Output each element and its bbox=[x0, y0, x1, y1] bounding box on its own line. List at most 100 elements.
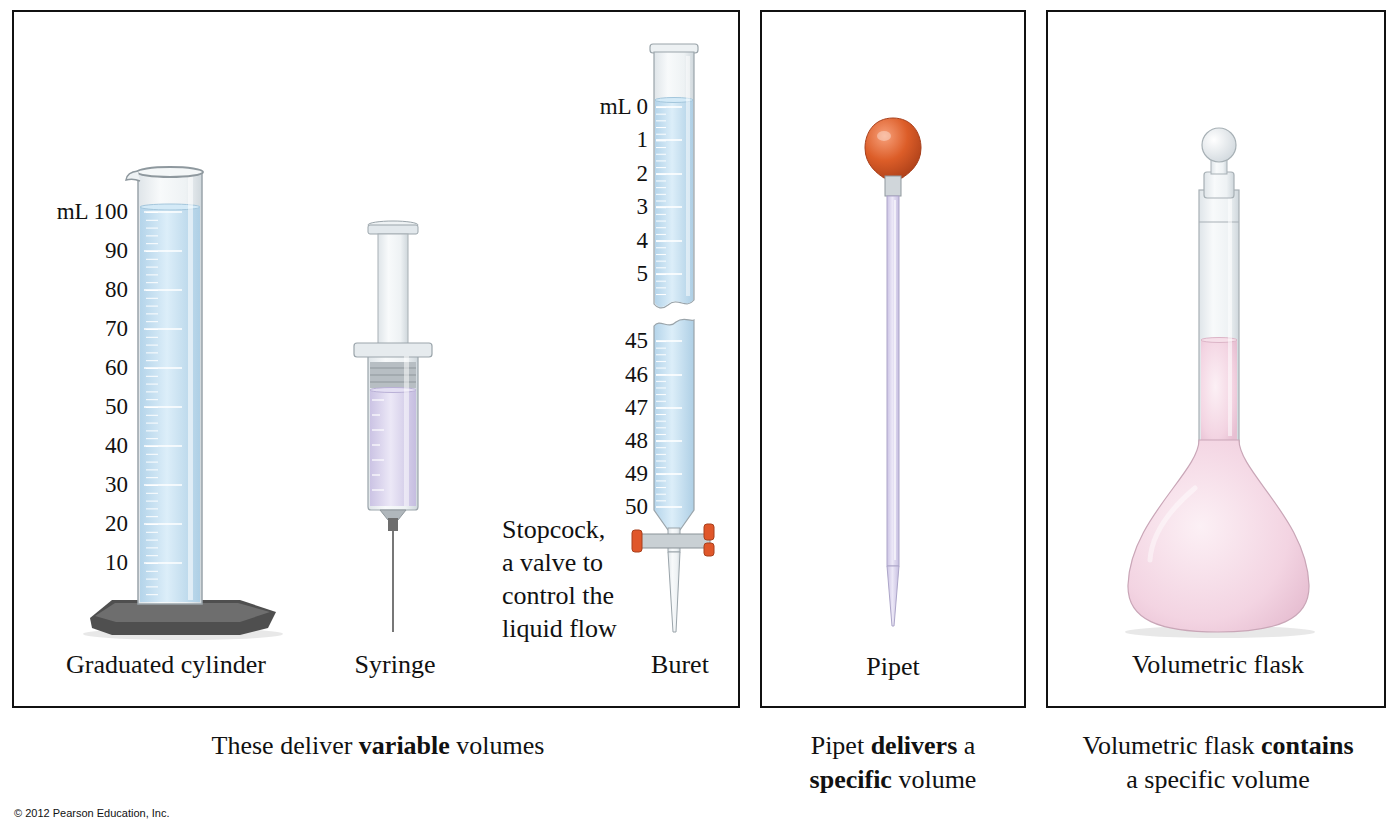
scale-number: 45 bbox=[625, 328, 648, 354]
scale-number: 40 bbox=[105, 433, 128, 459]
graduated-cylinder-drawing bbox=[83, 167, 283, 640]
text-run: Volumetric bbox=[1132, 650, 1254, 679]
text-holder: 50 bbox=[625, 494, 648, 520]
text-holder: 40 bbox=[105, 433, 128, 459]
text-run: Buret bbox=[651, 650, 709, 679]
text-line: Pipet delivers a bbox=[810, 729, 977, 763]
text-holder: 45 bbox=[625, 328, 648, 354]
text-run: 5 bbox=[637, 261, 649, 286]
text-holder: mL 0 bbox=[600, 94, 648, 120]
text-holder: 60 bbox=[105, 355, 128, 381]
text-run: 2012 bbox=[25, 807, 53, 819]
text-run: 40 bbox=[105, 433, 128, 458]
text-line: Buret bbox=[651, 649, 709, 680]
text-run: volumes bbox=[456, 731, 544, 760]
text-line: 50 bbox=[105, 394, 128, 420]
text-line: Stopcock, bbox=[502, 513, 617, 546]
text-holder: 90 bbox=[105, 238, 128, 264]
text-holder: mL 100 bbox=[57, 199, 128, 225]
text-holder: 3 bbox=[637, 194, 649, 220]
text-line: 50 bbox=[625, 494, 648, 520]
text-run: Syringe bbox=[355, 650, 436, 679]
volumetric-flask-drawing bbox=[1125, 128, 1315, 638]
text-line: liquid flow bbox=[502, 612, 617, 645]
text-line: Graduated cylinder bbox=[66, 649, 266, 680]
text-holder: 1 bbox=[637, 127, 649, 153]
text-run: 10 bbox=[105, 550, 128, 575]
scale-number: 50 bbox=[105, 394, 128, 420]
text-line: Pipet bbox=[866, 651, 919, 682]
text-run: 20 bbox=[105, 511, 128, 536]
text-run: Graduated bbox=[66, 650, 181, 679]
text-line: control the bbox=[502, 579, 617, 612]
text-line: 80 bbox=[105, 277, 128, 303]
text-line: 45 bbox=[625, 328, 648, 354]
text-run: 80 bbox=[105, 277, 128, 302]
text-run: deliver bbox=[280, 731, 359, 760]
text-line: specific volume bbox=[810, 763, 977, 797]
syringe-drawing bbox=[354, 221, 432, 632]
instrument-name: Volumetric flask bbox=[1132, 649, 1304, 680]
scale-number: 60 bbox=[105, 355, 128, 381]
scale-number: mL 0 bbox=[600, 94, 648, 120]
scale-number: 90 bbox=[105, 238, 128, 264]
text-run: specific bbox=[1144, 765, 1231, 794]
instrument-panel: PipetPipet delivers a specific volume bbox=[760, 10, 1026, 708]
text-line: mL 0 bbox=[600, 94, 648, 120]
scale-number: 80 bbox=[105, 277, 128, 303]
text-holder: 5 bbox=[637, 261, 649, 287]
text-run: Pearson bbox=[53, 807, 97, 819]
text-run: 1 bbox=[637, 127, 649, 152]
scale-number: 47 bbox=[625, 395, 648, 421]
scale-number: 2 bbox=[637, 161, 649, 187]
panel-caption: These deliver variable volumes bbox=[212, 730, 545, 761]
text-line: 49 bbox=[625, 461, 648, 487]
text-holder: Volumetric flask contains a specific vol… bbox=[1082, 729, 1353, 797]
text-holder: 20 bbox=[105, 511, 128, 537]
text-run: flask bbox=[1254, 650, 1305, 679]
text-line: 90 bbox=[105, 238, 128, 264]
scale-number: 3 bbox=[637, 194, 649, 220]
text-holder: Volumetric flask bbox=[1132, 649, 1304, 680]
text-run: delivers bbox=[871, 731, 964, 760]
text-run: Pipet bbox=[811, 731, 871, 760]
instrument-name: Syringe bbox=[355, 649, 436, 680]
text-line: 10 bbox=[105, 550, 128, 576]
text-run: 4 bbox=[637, 228, 649, 253]
text-line: 20 bbox=[105, 511, 128, 537]
scale-number: 50 bbox=[625, 494, 648, 520]
text-line: a specific volume bbox=[1082, 763, 1353, 797]
text-holder: 2 bbox=[637, 161, 649, 187]
text-holder: 30 bbox=[105, 472, 128, 498]
text-run: Pipet bbox=[866, 652, 919, 681]
panel-caption: Pipet delivers a specific volume bbox=[810, 729, 977, 797]
text-run: valve bbox=[520, 548, 583, 577]
text-holder: 46 bbox=[625, 362, 648, 388]
text-run: 90 bbox=[105, 238, 128, 263]
text-run: to bbox=[583, 548, 603, 577]
scale-number: 70 bbox=[105, 316, 128, 342]
copyright-note: © 2012 Pearson Education, Inc. bbox=[14, 807, 170, 820]
scale-number: 10 bbox=[105, 550, 128, 576]
text-run: mL bbox=[600, 94, 637, 119]
text-run: 48 bbox=[625, 428, 648, 453]
text-line: 70 bbox=[105, 316, 128, 342]
text-line: Volumetric flask bbox=[1132, 649, 1304, 680]
text-holder: Buret bbox=[651, 649, 709, 680]
scale-number: 20 bbox=[105, 511, 128, 537]
text-line: 4 bbox=[637, 228, 649, 254]
text-run: 2 bbox=[637, 161, 649, 186]
callout-text: Stopcock, a valve to control the liquid … bbox=[502, 513, 617, 645]
text-line: Volumetric flask contains bbox=[1082, 729, 1353, 763]
panel-caption: Volumetric flask contains a specific vol… bbox=[1082, 729, 1353, 797]
text-line: © 2012 Pearson Education, Inc. bbox=[14, 807, 170, 820]
text-line: mL 100 bbox=[57, 199, 128, 225]
text-holder: 10 bbox=[105, 550, 128, 576]
text-holder: Stopcock, a valve to control the liquid … bbox=[502, 513, 617, 645]
text-run: contains bbox=[1261, 731, 1353, 760]
text-holder: 49 bbox=[625, 461, 648, 487]
text-line: 2 bbox=[637, 161, 649, 187]
text-line: 60 bbox=[105, 355, 128, 381]
text-run: volume bbox=[1232, 765, 1310, 794]
